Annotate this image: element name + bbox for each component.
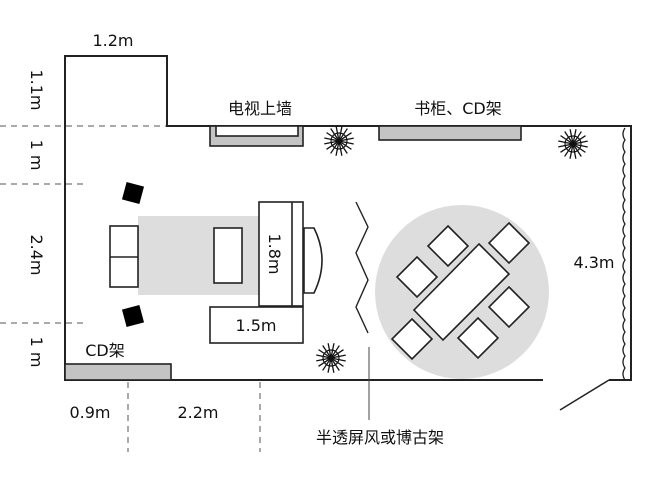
dim-bottom-1: 0.9m	[69, 403, 110, 422]
curtain	[622, 127, 626, 381]
screen-label: 半透屏风或博古架	[316, 428, 444, 447]
tv-wall-label: 电视上墙	[228, 99, 292, 118]
dining-table	[412, 242, 511, 342]
door	[559, 379, 610, 411]
lamp-icon	[324, 126, 354, 156]
side-sofa-length: 1.5m	[235, 316, 276, 335]
dim-bottom-2: 2.2m	[177, 403, 218, 422]
dining-chair	[426, 224, 470, 268]
dining-chair	[395, 255, 439, 299]
dining-chair	[456, 316, 500, 360]
tv	[215, 125, 299, 137]
dim-left-3: 2.4m	[27, 234, 46, 275]
lamp-icon	[558, 129, 588, 159]
bookshelf	[378, 125, 522, 141]
speaker-left	[121, 181, 145, 205]
dim-left-1: 1.1m	[27, 69, 46, 110]
dining-chair	[487, 221, 531, 265]
cd-rack	[64, 363, 172, 381]
room-walls	[64, 55, 632, 381]
partition-screen	[355, 201, 369, 334]
dining-chair	[487, 285, 531, 329]
lamp-icon	[316, 343, 346, 373]
dim-right: 4.3m	[573, 253, 614, 272]
dim-left-4: 1 m	[27, 337, 46, 368]
side-sofa	[209, 306, 304, 344]
main-sofa-length: 1.8m	[265, 233, 284, 274]
dim-left-2: 1 m	[27, 140, 46, 171]
dining-chair	[390, 317, 434, 361]
coffee-table	[213, 227, 243, 284]
main-sofa	[258, 201, 304, 307]
bookshelf-label: 书柜、CD架	[414, 99, 502, 118]
speaker-right	[121, 304, 145, 328]
dim-top-width: 1.2m	[92, 31, 133, 50]
cd-rack-label: CD架	[85, 341, 125, 360]
sofa-back-table	[303, 227, 323, 294]
